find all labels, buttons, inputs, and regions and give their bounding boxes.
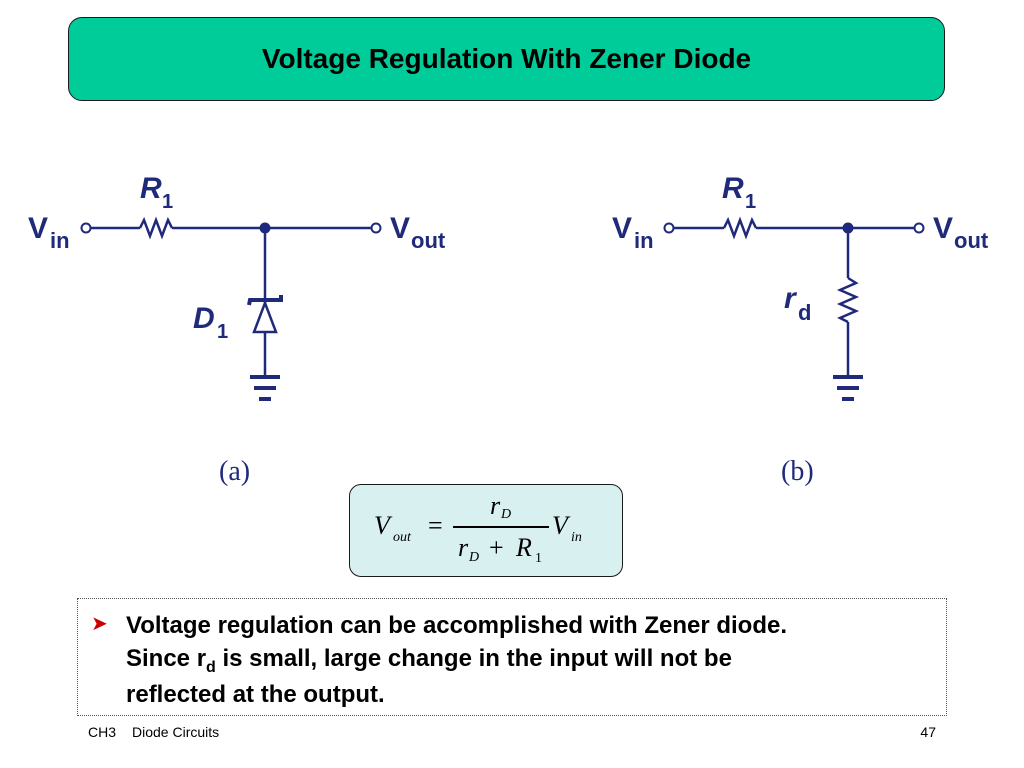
vout-terminal-a bbox=[370, 222, 382, 234]
d1-label: D bbox=[193, 302, 215, 335]
eq-den-a: r bbox=[458, 533, 469, 562]
fraction-bar bbox=[453, 526, 549, 528]
eq-lhs-sub: out bbox=[393, 530, 411, 545]
r1-label-b: R bbox=[722, 172, 744, 205]
footer-chapter: CH3 bbox=[88, 724, 117, 740]
page-number: 47 bbox=[920, 724, 936, 740]
circuit-b bbox=[663, 216, 925, 401]
vout-sub-label-a: out bbox=[411, 228, 446, 253]
eq-plus: + bbox=[489, 533, 504, 562]
vin-sub-label-a: in bbox=[50, 228, 70, 253]
eq-den-a-sub: D bbox=[469, 550, 480, 565]
vin-sub-label-b: in bbox=[634, 228, 654, 253]
r1-sub-label-a: 1 bbox=[162, 191, 173, 213]
resistor-r1-b bbox=[722, 216, 758, 240]
equation-box: V out = r D r D + R 1 V in bbox=[349, 484, 623, 577]
zener-diode-d1 bbox=[247, 295, 283, 334]
d1-sub-label: 1 bbox=[217, 321, 228, 343]
caption-a: (a) bbox=[219, 456, 250, 487]
line2-pre: Since r bbox=[126, 645, 207, 672]
eq-rhs: V bbox=[552, 511, 568, 540]
eq-den-b: R bbox=[516, 533, 532, 562]
footer-left: CH3 Diode Circuits bbox=[88, 724, 235, 740]
caption-b: (b) bbox=[781, 456, 814, 487]
voltage-divider-equation: V out = r D r D + R 1 V in bbox=[350, 485, 622, 576]
circuit-a bbox=[80, 216, 382, 401]
explanation-box: ➤ Voltage regulation can be accomplished… bbox=[77, 598, 947, 716]
vout-label-a: V bbox=[390, 212, 410, 245]
vout-terminal-b bbox=[913, 222, 925, 234]
vin-label-a: V bbox=[28, 212, 48, 245]
vout-label-b: V bbox=[933, 212, 953, 245]
explanation-line-2: Since rd is small, large change in the i… bbox=[126, 642, 926, 678]
vin-terminal-a bbox=[80, 222, 92, 234]
resistor-rd bbox=[836, 276, 860, 324]
rd-sub-label: d bbox=[798, 300, 811, 325]
eq-lhs: V bbox=[374, 511, 390, 540]
ground-b bbox=[833, 375, 863, 401]
line2-subscript: d bbox=[206, 659, 216, 676]
slide-title: Voltage Regulation With Zener Diode bbox=[261, 43, 752, 74]
ground-a bbox=[250, 375, 280, 401]
circuit-diagrams: V in R 1 V out D 1 (a) V in R 1 V out r … bbox=[28, 172, 989, 487]
explanation-line-3: reflected at the output. bbox=[126, 681, 385, 708]
eq-den-b-sub: 1 bbox=[535, 551, 542, 566]
footer-topic: Diode Circuits bbox=[132, 724, 220, 740]
eq-numerator-sub: D bbox=[501, 507, 512, 522]
vin-label-b: V bbox=[612, 212, 632, 245]
vout-sub-label-b: out bbox=[954, 228, 989, 253]
title-banner: Voltage Regulation With Zener Diode bbox=[68, 17, 945, 101]
r1-label-a: R bbox=[140, 172, 162, 205]
line2-post: is small, large change in the input will… bbox=[215, 645, 732, 672]
explanation-line-1: Voltage regulation can be accomplished w… bbox=[126, 612, 788, 639]
r1-sub-label-b: 1 bbox=[745, 191, 756, 213]
resistor-r1-a bbox=[138, 216, 174, 240]
eq-numerator: r bbox=[490, 491, 501, 520]
rd-label: r bbox=[784, 282, 798, 315]
vin-terminal-b bbox=[663, 222, 675, 234]
eq-equals: = bbox=[428, 511, 443, 540]
explanation-text: Voltage regulation can be accomplished w… bbox=[126, 609, 926, 711]
arrow-bullet-icon: ➤ bbox=[91, 611, 108, 635]
eq-rhs-sub: in bbox=[571, 530, 582, 545]
